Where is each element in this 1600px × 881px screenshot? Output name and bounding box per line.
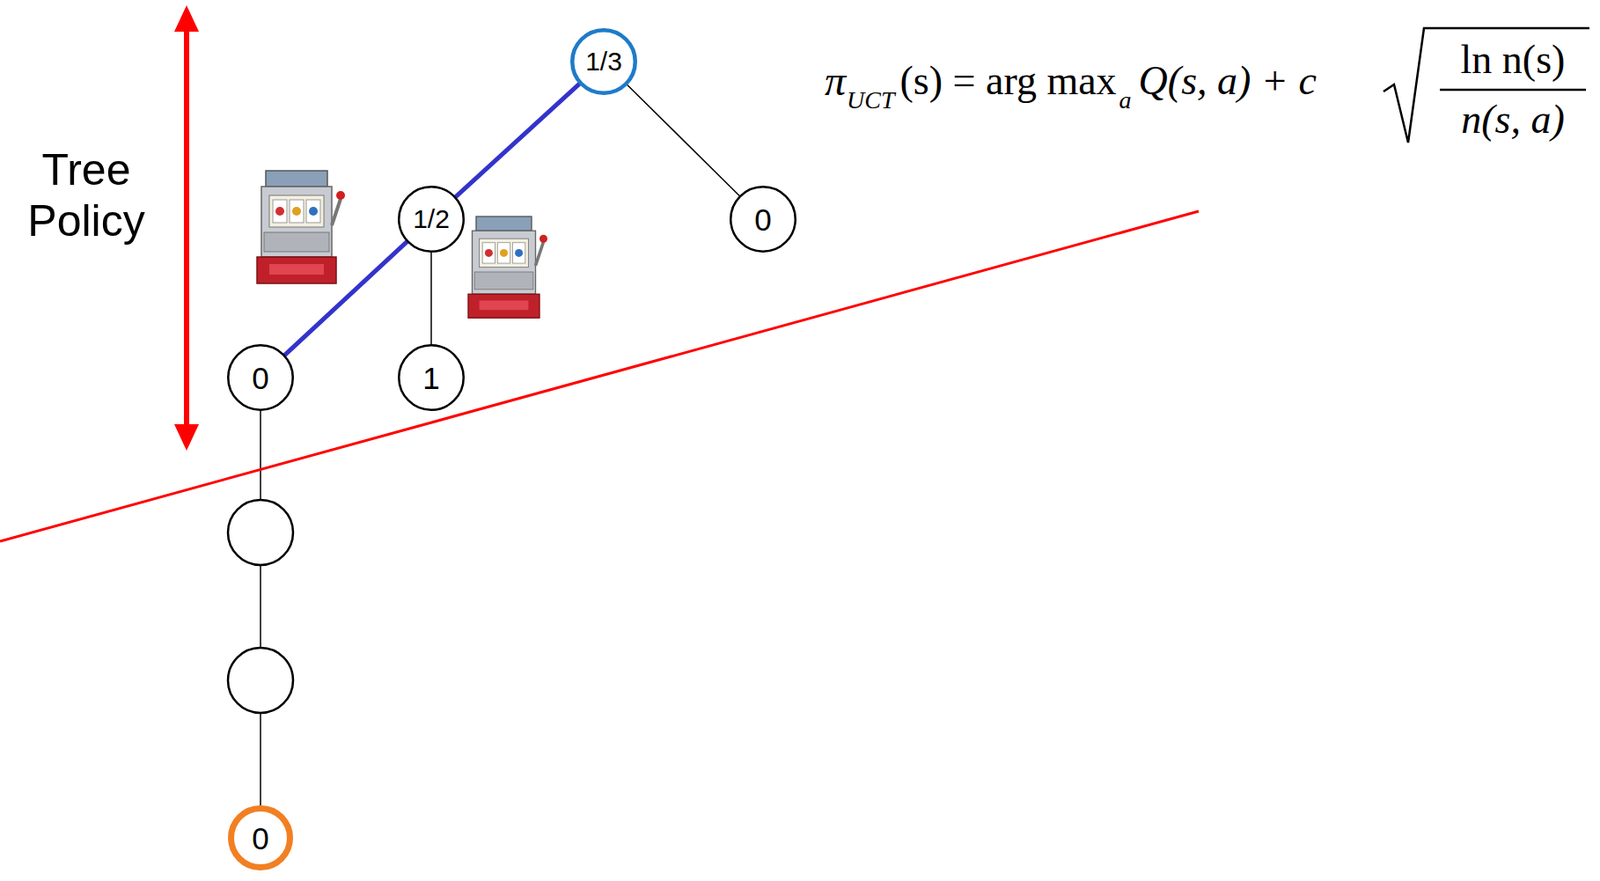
slot-machine bbox=[468, 216, 548, 318]
node-value: 1/3 bbox=[585, 48, 623, 75]
formula-subscript: UCT bbox=[846, 88, 895, 113]
rollout-leaf-node: 0 bbox=[227, 805, 294, 871]
formula-subscript: a bbox=[1119, 88, 1132, 113]
selected-path-edge bbox=[455, 84, 580, 198]
slot-machine bbox=[256, 170, 345, 284]
tree-node: 1/2 bbox=[397, 185, 465, 253]
tree-node: 0 bbox=[227, 344, 294, 412]
tree-node: 1 bbox=[397, 344, 465, 412]
side-label: Tree Policy bbox=[27, 145, 145, 247]
empty-tree-node bbox=[227, 647, 294, 713]
node-value: 0 bbox=[754, 204, 771, 235]
node-value: 1/2 bbox=[412, 205, 450, 233]
formula-symbol: π bbox=[824, 59, 846, 103]
fraction-bar bbox=[1439, 88, 1586, 92]
tree-node: 0 bbox=[729, 185, 797, 253]
range-arrow-shaft bbox=[183, 26, 190, 428]
tree-edge bbox=[627, 85, 740, 197]
node-value: 0 bbox=[251, 362, 269, 394]
node-value: 1 bbox=[422, 362, 440, 394]
empty-tree-node bbox=[227, 499, 294, 566]
range-arrow-head bbox=[174, 424, 199, 451]
root-node: 1/3 bbox=[570, 28, 638, 96]
range-arrow-head bbox=[174, 5, 199, 32]
formula-text: Q(s, a) + c bbox=[1138, 60, 1317, 102]
node-value: 0 bbox=[251, 822, 269, 854]
tree-edge bbox=[430, 252, 433, 345]
formula-text: (s) = arg max bbox=[900, 60, 1117, 102]
sqrt-sign bbox=[1383, 28, 1590, 143]
formula-numerator: ln n(s) bbox=[1460, 39, 1566, 81]
formula-denominator: n(s, a) bbox=[1460, 99, 1565, 140]
boundary-line bbox=[0, 211, 1199, 542]
